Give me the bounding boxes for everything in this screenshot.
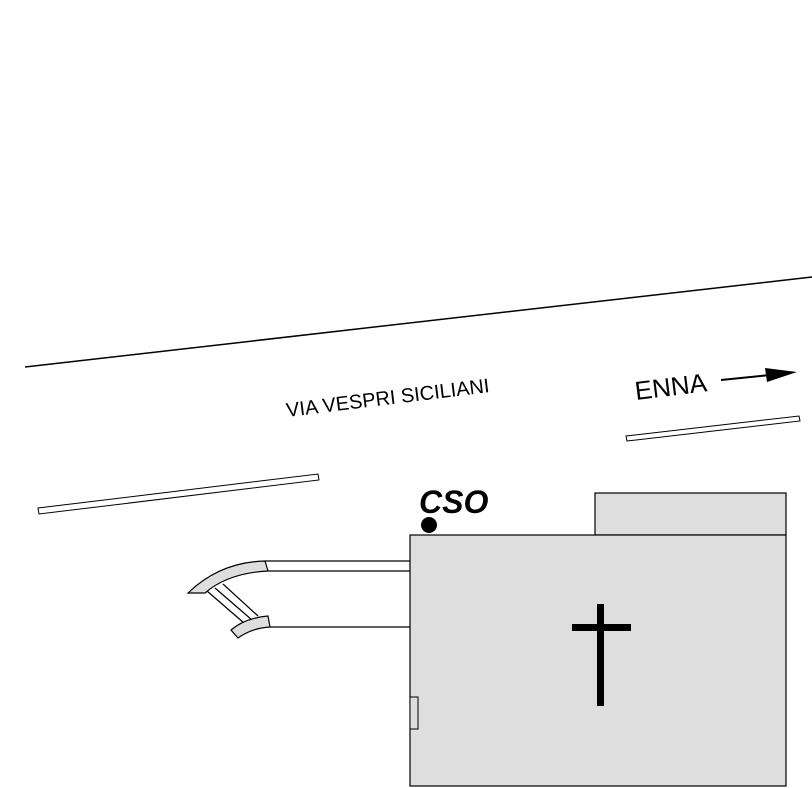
sidewalk-strip-left: [37, 473, 320, 515]
sidewalk-strip-right: [625, 415, 801, 442]
direction-label: ENNA: [633, 367, 709, 406]
annex-building: [594, 492, 787, 536]
point-marker-icon: [421, 517, 437, 533]
church-cross-icon: [572, 604, 631, 706]
marker-label: CSO: [419, 484, 488, 520]
entrance-stairs: [186, 560, 410, 639]
direction-arrow-icon: [720, 368, 797, 382]
building-door: [409, 696, 419, 730]
road-edge-line: [24, 276, 812, 368]
street-name-label: VIA VESPRI SICILIANI: [285, 375, 491, 422]
